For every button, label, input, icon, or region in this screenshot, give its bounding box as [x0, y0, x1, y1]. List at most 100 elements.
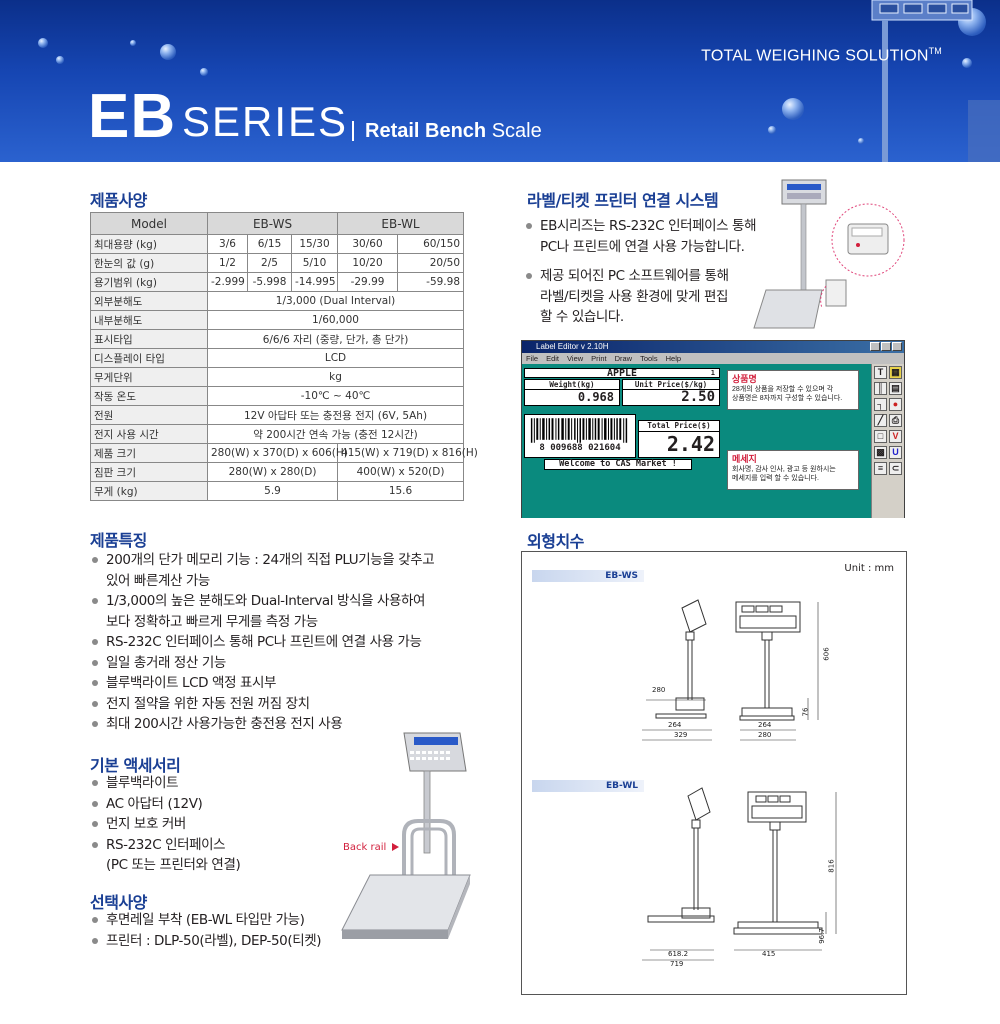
- table-cell: 무게 (kg): [90, 481, 208, 501]
- series-title-bold: EB: [88, 82, 177, 151]
- table-cell: 400(W) x 520(D): [337, 462, 465, 482]
- printer-scale-image: [753, 179, 905, 329]
- rectangle-tool-icon[interactable]: □: [874, 430, 887, 443]
- total-price-box[interactable]: Total Price($) 2.42: [638, 420, 720, 458]
- maximize-button[interactable]: [881, 342, 891, 351]
- dim-329-label: 329: [674, 731, 688, 739]
- table-cell: 15.6: [337, 481, 465, 501]
- water-drop-decoration: [130, 40, 136, 46]
- link-tool-icon[interactable]: ⊂: [889, 462, 902, 475]
- menu-edit[interactable]: Edit: [546, 354, 560, 363]
- image-tool-icon[interactable]: ▦: [889, 366, 902, 379]
- table-cell: 60/150: [397, 234, 465, 254]
- table-cell: -10℃ ~ 40℃: [206, 386, 465, 406]
- menu-draw[interactable]: Draw: [614, 354, 633, 363]
- list-item: 최대 200시간 사용가능한 충전용 전지 사용: [90, 714, 480, 735]
- water-drop-decoration: [200, 68, 208, 76]
- table-cell: 415(W) x 719(D) x 816(H): [337, 443, 478, 463]
- barcode-tool-icon[interactable]: ║: [874, 382, 887, 395]
- table-cell: kg: [206, 367, 465, 387]
- draw-tool-icon[interactable]: ╱: [874, 414, 887, 427]
- table-cell: 15/30: [290, 234, 339, 254]
- water-drop-decoration: [56, 56, 64, 64]
- close-button[interactable]: [892, 342, 902, 351]
- product-name-note: 상품명 28개의 상품을 저장할 수 있으며 각 상품명은 8자까지 구성할 수…: [727, 370, 859, 410]
- barcode-box[interactable]: 8 009688 021604: [524, 414, 636, 458]
- eb-wl-drawing: [642, 787, 837, 961]
- list-item: 전지 절약을 위한 자동 전원 꺼짐 장치: [90, 694, 480, 715]
- dim-719-label: 719: [670, 960, 684, 968]
- weight-label-box[interactable]: Weight(kg) 0.968: [524, 379, 620, 406]
- list-item: 있어 빠른계산 가능: [106, 572, 210, 589]
- line-tool-icon[interactable]: ┐: [874, 398, 887, 411]
- bench-scale-image: [341, 732, 471, 939]
- settings-tool-icon[interactable]: ≡: [874, 462, 887, 475]
- dim-76-label: 76: [801, 707, 810, 717]
- dim-96-label: 96.7: [817, 928, 826, 944]
- eb-ws-tag: EB-WS: [532, 570, 644, 582]
- table-cell: 용기범위 (kg): [90, 272, 208, 292]
- table-cell: 작동 온도: [90, 386, 208, 406]
- printer-system-title: 라벨/티켓 프린터 연결 시스템: [527, 191, 719, 210]
- table-cell: 디스플레이 타입: [90, 348, 208, 368]
- table-cell: 1/2: [207, 253, 248, 273]
- table-cell: -2.999: [207, 272, 248, 292]
- variable-tool-icon[interactable]: V: [889, 430, 902, 443]
- menu-view[interactable]: View: [567, 354, 584, 363]
- table-cell: 최대용량 (kg): [90, 234, 208, 254]
- table-cell: 전지 사용 시간: [90, 424, 208, 444]
- list-item: AC 아답터 (12V): [90, 794, 350, 815]
- list-item: 후면레일 부착 (EB-WL 타입만 가능): [90, 910, 380, 931]
- menu-help[interactable]: Help: [665, 354, 682, 363]
- series-title-light: SERIES: [182, 98, 349, 145]
- list-item: 블루백라이트 LCD 액정 표시부: [90, 673, 480, 694]
- table-cell: -14.995: [290, 272, 339, 292]
- table-cell: 3/6: [207, 234, 248, 254]
- bitmap-tool-icon[interactable]: ▩: [874, 446, 887, 459]
- spec-section-title: 제품사양: [90, 191, 147, 210]
- upc-tool-icon[interactable]: U: [889, 446, 902, 459]
- list-item: 200개의 단가 메모리 기능 : 24개의 직접 PLU기능을 갖추고: [90, 550, 480, 571]
- options-list: 후면레일 부착 (EB-WL 타입만 가능) 프린터 : DLP-50(라벨),…: [90, 910, 380, 951]
- table-cell: 6/15: [247, 234, 292, 254]
- print-tool-icon[interactable]: ●: [889, 398, 902, 411]
- dim-264b-label: 264: [758, 721, 772, 729]
- water-drop-decoration: [782, 98, 804, 120]
- printer-tool-icon[interactable]: ⎙: [889, 414, 902, 427]
- features-section-title: 제품특징: [90, 531, 147, 550]
- menu-tools[interactable]: Tools: [640, 354, 658, 363]
- minimize-button[interactable]: [870, 342, 880, 351]
- table-cell: LCD: [206, 348, 465, 368]
- table-tool-icon[interactable]: ▤: [889, 382, 902, 395]
- table-cell: 6/6/6 자리 (중량, 단가, 총 단가): [206, 329, 465, 349]
- dimension-drawing-panel: Unit : mm EB-WS 280 264 329 26: [521, 551, 907, 995]
- list-item: EB시리즈는 RS-232C 인터페이스 통해: [524, 216, 764, 237]
- table-row: 작동 온도-10℃ ~ 40℃: [90, 386, 465, 406]
- menu-file[interactable]: File: [526, 354, 539, 363]
- water-drop-decoration: [962, 58, 972, 68]
- options-section-title: 선택사양: [90, 893, 147, 912]
- header-banner: TOTAL WEIGHING SOLUTIONTM EB SERIES Reta…: [0, 0, 1000, 162]
- message-note: 메세지 회사명, 감사 인사, 광고 등 원하시는 메세지를 입력 할 수 있습…: [727, 450, 859, 490]
- dim-280-label: 280: [652, 686, 666, 694]
- text-tool-icon[interactable]: T: [874, 366, 887, 379]
- menu-print[interactable]: Print: [591, 354, 607, 363]
- table-cell: 한눈의 값 (g): [90, 253, 208, 273]
- list-item: RS-232C 인터페이스: [90, 835, 350, 856]
- printer-system-list: EB시리즈는 RS-232C 인터페이스 통해 PC나 프린트에 연결 사용 가…: [524, 216, 764, 328]
- list-item: 블루백라이트: [90, 773, 350, 794]
- table-row: 용기범위 (kg)-2.999-5.998-14.995-29.99-59.98: [90, 272, 465, 292]
- list-item: 1/3,000의 높은 분해도와 Dual-Interval 방식을 사용하여: [90, 591, 480, 612]
- table-cell: 전원: [90, 405, 208, 425]
- welcome-message-box[interactable]: Welcome to CAS Market !: [544, 459, 692, 470]
- unit-price-box[interactable]: Unit Price($/kg) 2.50: [622, 379, 720, 406]
